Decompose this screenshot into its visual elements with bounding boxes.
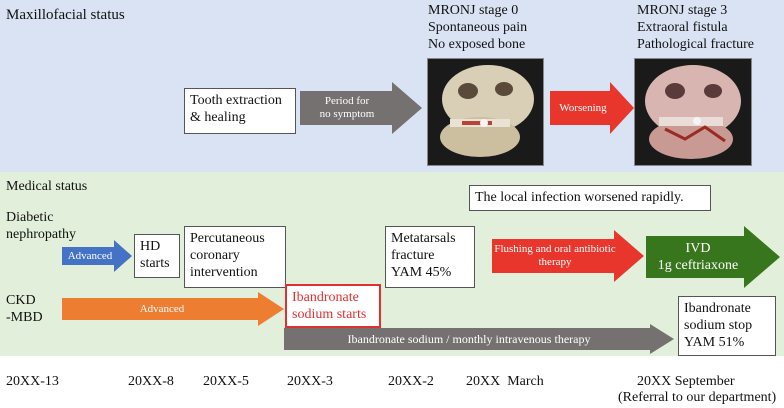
hd-starts-box: HD starts bbox=[134, 234, 180, 278]
pci-box: Percutaneous coronary intervention bbox=[184, 226, 286, 288]
diabetic-nephropathy-label: Diabetic nephropathy bbox=[6, 209, 76, 243]
timeline-label: 20XX-13 bbox=[6, 374, 59, 389]
ibandronate-start-line: Ibandronate bbox=[292, 290, 359, 305]
ivd-arrow: IVD 1g ceftriaxone bbox=[646, 226, 780, 288]
stage3-line: MRONJ stage 3 bbox=[637, 3, 728, 18]
ibandronate-starts-box: Ibandronate sodium starts bbox=[285, 284, 381, 328]
ibandronate-stop-line: Ibandronate bbox=[684, 301, 751, 316]
hd-box-line: HD bbox=[140, 239, 161, 254]
ckd-line: CKD bbox=[6, 293, 36, 308]
advanced-orange-label: Advanced bbox=[139, 302, 185, 315]
tooth-box-line: & healing bbox=[190, 110, 246, 125]
ibandronate-therapy-arrow: Ibandronate sodium / monthly intravenous… bbox=[284, 324, 674, 354]
hd-box-line: starts bbox=[140, 256, 170, 271]
period-arrow: Period for no symptom bbox=[300, 82, 422, 134]
advanced-blue-label: Advanced bbox=[67, 249, 113, 262]
worsening-arrow-label: Worsening bbox=[559, 101, 607, 114]
diabetic-line: Diabetic bbox=[6, 210, 54, 225]
timeline-label: 20XX-2 bbox=[388, 374, 434, 389]
stage3-text: MRONJ stage 3 Extraoral fistula Patholog… bbox=[637, 2, 754, 53]
timeline-label: 20XX-3 bbox=[287, 374, 333, 389]
pci-box-line: intervention bbox=[190, 265, 258, 280]
timeline-label: 20XX September bbox=[637, 374, 735, 389]
pci-box-line: coronary bbox=[190, 248, 240, 263]
maxillofacial-title: Maxillofacial status bbox=[6, 7, 125, 23]
ct-skull-image-stage0 bbox=[427, 58, 544, 166]
flushing-arrow-label: Flushing and oral antibiotic bbox=[494, 243, 616, 255]
stage0-line: MRONJ stage 0 bbox=[428, 3, 519, 18]
stage0-text: MRONJ stage 0 Spontaneous pain No expose… bbox=[428, 2, 527, 53]
advanced-orange-arrow: Advanced bbox=[62, 292, 284, 326]
timeline-label: 20XX March bbox=[466, 374, 544, 389]
ibandronate-stop-line: YAM 51% bbox=[684, 335, 745, 350]
ibandronate-stop-line: sodium stop bbox=[684, 318, 753, 333]
ibandronate-start-line: sodium starts bbox=[292, 307, 367, 322]
ivd-arrow-label: IVD bbox=[685, 241, 711, 256]
stage3-line: Pathological fracture bbox=[637, 37, 755, 52]
medical-title: Medical status bbox=[6, 179, 88, 194]
flushing-arrow-label: therapy bbox=[538, 256, 572, 268]
stage3-line: Extraoral fistula bbox=[637, 20, 728, 35]
ct-skull-image-stage3 bbox=[634, 58, 752, 166]
ibandronate-therapy-label: Ibandronate sodium / monthly intravenous… bbox=[347, 331, 591, 346]
timeline-label: 20XX-5 bbox=[203, 374, 249, 389]
stage0-line: Spontaneous pain bbox=[428, 20, 528, 35]
ibandronate-stop-box: Ibandronate sodium stop YAM 51% bbox=[678, 296, 776, 356]
pci-box-line: Percutaneous bbox=[190, 231, 265, 246]
tooth-extraction-box: Tooth extraction & healing bbox=[184, 88, 296, 134]
metatarsal-line: fracture bbox=[391, 248, 435, 263]
timeline-label: 20XX-8 bbox=[128, 374, 174, 389]
metatarsal-line: Metatarsals bbox=[391, 231, 456, 246]
period-arrow-label: Period for bbox=[324, 95, 370, 107]
advanced-blue-arrow: Advanced bbox=[62, 240, 132, 272]
timeline-referral-note: (Referral to our department) bbox=[618, 390, 777, 405]
diabetic-line: nephropathy bbox=[6, 227, 76, 242]
ckd-line: -MBD bbox=[6, 310, 43, 325]
metatarsal-line: YAM 45% bbox=[391, 265, 452, 280]
period-arrow-label: no symptom bbox=[319, 108, 375, 120]
infection-box: The local infection worsened rapidly. bbox=[469, 185, 711, 211]
ivd-arrow-label: 1g ceftriaxone bbox=[657, 258, 739, 273]
worsening-arrow: Worsening bbox=[550, 82, 634, 134]
metatarsals-fracture-box: Metatarsals fracture YAM 45% bbox=[385, 226, 475, 288]
tooth-box-line: Tooth extraction bbox=[190, 93, 282, 108]
ckd-mbd-label: CKD -MBD bbox=[6, 292, 43, 326]
stage0-line: No exposed bone bbox=[428, 37, 526, 52]
flushing-arrow: Flushing and oral antibiotic therapy bbox=[492, 230, 644, 282]
